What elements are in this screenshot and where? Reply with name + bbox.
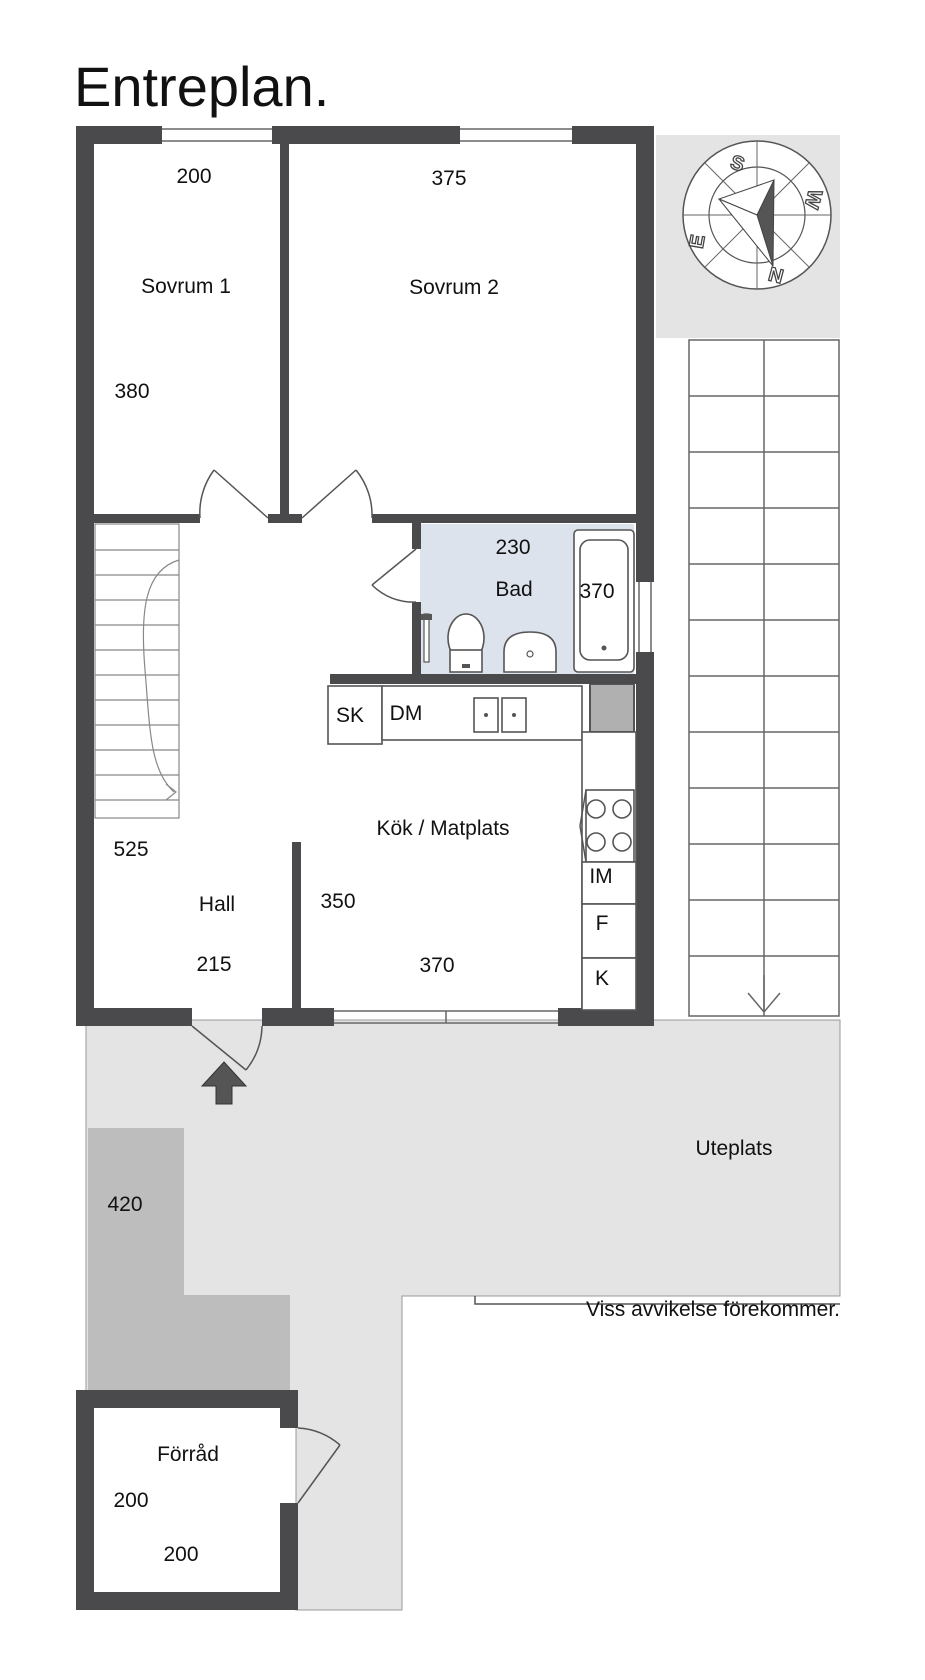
interior-stairs (94, 523, 180, 819)
appliance-dm: DM (390, 702, 423, 725)
kitchen-fixtures (327, 685, 637, 1011)
appliance-k: K (595, 967, 609, 990)
compass-letter-n: N (766, 262, 786, 287)
hall-width: 215 (196, 953, 231, 976)
disclaimer: Viss avvikelse förekommer. (586, 1298, 840, 1321)
hall-depth: 525 (113, 838, 148, 861)
room-labels: 200 Sovrum 1 380 375 Sovrum 2 230 Bad 37… (107, 165, 840, 1566)
sovrum1-depth: 380 (114, 380, 149, 403)
appliance-sk: SK (336, 704, 364, 727)
kok-width: 370 (419, 954, 454, 977)
compass-letter-e: E (686, 233, 710, 250)
bathroom-fixtures (421, 529, 635, 673)
bad-depth: 370 (579, 580, 614, 603)
sovrum2-width: 375 (431, 167, 466, 190)
forrad-width: 200 (163, 1543, 198, 1566)
sovrum1-width: 200 (176, 165, 211, 188)
storage-block (589, 683, 635, 733)
appliance-im: IM (589, 865, 612, 888)
bad-name: Bad (495, 578, 532, 601)
outdoor-stairs (688, 339, 840, 1017)
compass-icon: S W N E (682, 140, 832, 290)
doors (191, 469, 417, 1504)
windows (162, 128, 652, 1024)
uteplats-dim: 420 (107, 1193, 142, 1216)
forrad-depth: 200 (113, 1489, 148, 1512)
uteplats-name: Uteplats (695, 1137, 772, 1160)
plan-title: Entreplan. (74, 55, 329, 118)
kok-depth: 350 (320, 890, 355, 913)
sovrum2-name: Sovrum 2 (409, 276, 499, 299)
forrad-walls (76, 1390, 298, 1610)
walls (76, 126, 654, 1026)
forrad-name: Förråd (157, 1443, 219, 1466)
entry-arrow-icon (200, 1061, 248, 1105)
appliance-f: F (596, 912, 609, 935)
hall-name: Hall (199, 893, 235, 916)
compass-area: S W N E (656, 135, 840, 338)
kok-name: Kök / Matplats (376, 817, 509, 840)
sovrum1-name: Sovrum 1 (141, 275, 231, 298)
bad-width: 230 (495, 536, 530, 559)
